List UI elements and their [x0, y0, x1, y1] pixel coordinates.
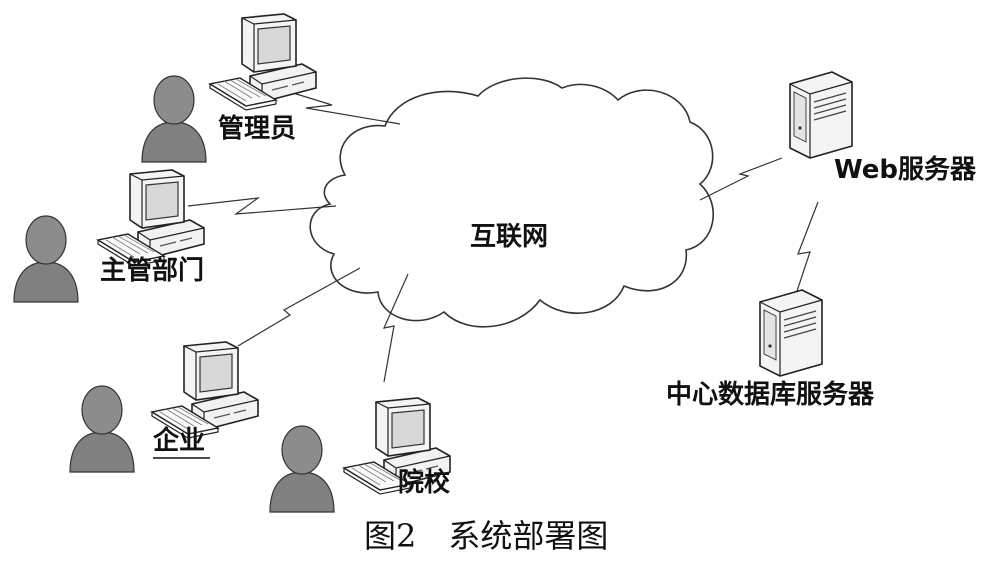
server-icon-db	[759, 289, 823, 377]
user-icon-admin	[141, 75, 207, 163]
link-db	[791, 201, 819, 307]
user-icon-dept	[13, 215, 79, 303]
internet-label: 互联网	[470, 222, 549, 252]
link-school	[382, 273, 409, 383]
computer-icon-company	[151, 341, 259, 439]
network-links	[187, 91, 819, 383]
link-admin	[289, 91, 401, 125]
user-icon-company	[69, 385, 135, 473]
web-server-label: Web服务器	[834, 155, 976, 185]
internet-cloud	[309, 77, 714, 328]
computer-icon-dept	[97, 169, 205, 267]
server-icon-web	[789, 71, 853, 159]
link-dept	[187, 197, 337, 215]
db-server-label: 中心数据库服务器	[666, 380, 875, 410]
link-company	[237, 267, 361, 347]
admin-label: 管理员	[218, 114, 297, 144]
link-web	[699, 157, 783, 201]
figure-caption: 图2 系统部署图	[364, 517, 609, 555]
company-label: 企业	[153, 426, 206, 456]
school-label: 院校	[398, 468, 451, 498]
dept-label: 主管部门	[100, 256, 205, 286]
user-icon-school	[269, 425, 335, 513]
